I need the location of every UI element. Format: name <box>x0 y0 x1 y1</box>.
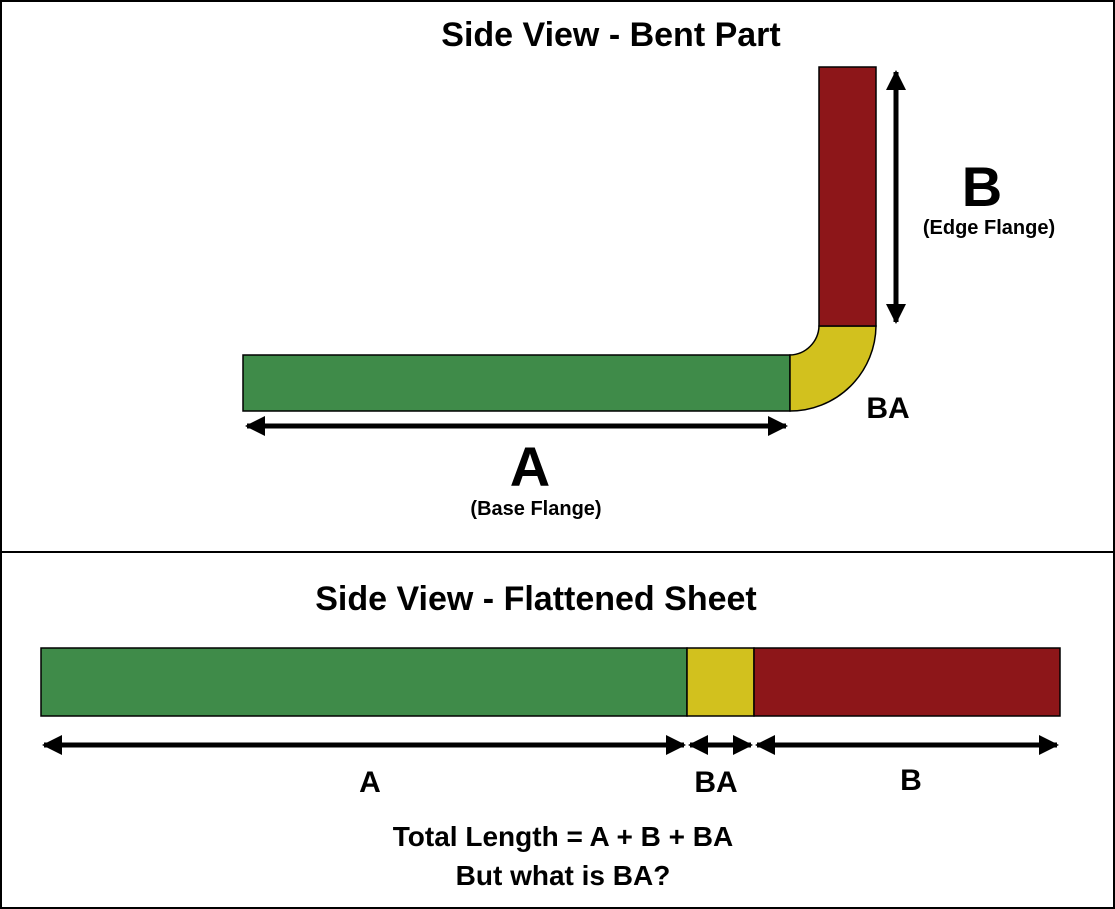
flat-label-a: A <box>359 766 381 799</box>
edge-flange <box>818 66 877 327</box>
bottom-panel-frame <box>0 551 1115 909</box>
label-ba: BA <box>866 392 909 425</box>
top-panel-frame <box>0 0 1115 553</box>
label-b: B <box>962 155 1002 218</box>
base-flange <box>242 354 791 412</box>
top-panel-title: Side View - Bent Part <box>441 16 780 54</box>
label-b-sub: (Edge Flange) <box>923 217 1055 239</box>
flat-label-ba: BA <box>694 766 737 799</box>
flat-segment-a <box>40 647 688 717</box>
bottom-panel-title: Side View - Flattened Sheet <box>315 580 757 618</box>
flat-segment-ba <box>686 647 755 717</box>
flat-label-b: B <box>900 764 922 797</box>
total-length-equation: Total Length = A + B + BA <box>393 821 733 852</box>
label-a-sub: (Base Flange) <box>470 498 601 520</box>
label-a: A <box>510 435 550 498</box>
bend-region <box>789 325 877 412</box>
flat-segment-b <box>753 647 1061 717</box>
ba-question: But what is BA? <box>456 860 671 891</box>
